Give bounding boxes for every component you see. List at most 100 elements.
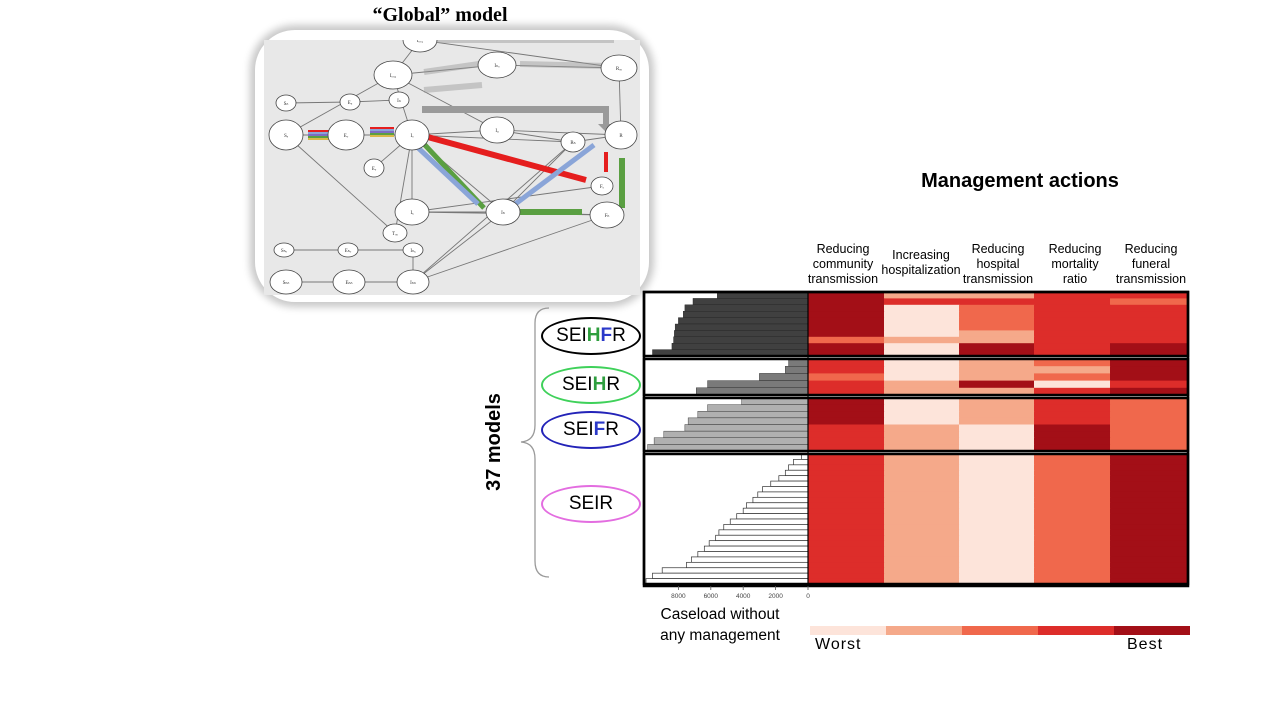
diagram-node bbox=[394, 198, 430, 226]
scale-swatch bbox=[1038, 626, 1115, 635]
caseload-bar bbox=[708, 540, 809, 547]
heat-cell bbox=[1110, 298, 1188, 306]
heat-cell bbox=[808, 459, 885, 466]
caseload-bar bbox=[729, 518, 809, 525]
column-header-2-line2: hospitalization bbox=[881, 263, 961, 277]
caseload-bar bbox=[673, 336, 809, 344]
heat-cell bbox=[808, 387, 885, 396]
heat-cell bbox=[1034, 387, 1111, 396]
heat-cell bbox=[1110, 508, 1188, 515]
heat-cell bbox=[959, 373, 1035, 382]
diagram-gray-arrow bbox=[422, 106, 614, 132]
heat-cell bbox=[884, 573, 960, 580]
heat-cell bbox=[884, 292, 960, 299]
heat-cell bbox=[808, 470, 885, 477]
diagram-node bbox=[363, 158, 385, 178]
heat-cell bbox=[808, 359, 885, 367]
heat-cell bbox=[959, 359, 1035, 367]
heat-cell bbox=[959, 481, 1035, 487]
heat-cell bbox=[959, 398, 1035, 406]
caseload-bar bbox=[683, 311, 809, 318]
heat-cell bbox=[1034, 380, 1111, 389]
diagram-node-label: Iₒₒ₁ bbox=[417, 40, 424, 44]
column-header-1-line3: transmission bbox=[807, 272, 879, 286]
heat-cell bbox=[1034, 298, 1111, 306]
heat-cell bbox=[884, 359, 960, 367]
heat-cell bbox=[808, 324, 885, 331]
heat-cell bbox=[1110, 524, 1188, 531]
caseload-bar bbox=[697, 411, 809, 419]
model-label-part: F bbox=[593, 419, 606, 440]
heat-cell bbox=[884, 324, 960, 331]
caseload-axis-label: Caseload without any management bbox=[640, 604, 800, 646]
diagram-node bbox=[402, 242, 424, 258]
heat-cell bbox=[1034, 486, 1111, 493]
heat-cell bbox=[1110, 519, 1188, 525]
heat-cell bbox=[1034, 562, 1111, 569]
heat-cell bbox=[884, 431, 960, 439]
column-header-3-line3: transmission bbox=[962, 272, 1034, 286]
heat-cell bbox=[1110, 336, 1188, 344]
heat-cell bbox=[884, 444, 960, 452]
column-header-5-line2: funeral bbox=[1131, 257, 1171, 271]
heat-cell bbox=[808, 486, 885, 493]
heat-cell bbox=[1110, 366, 1188, 374]
column-header-5-line3: transmission bbox=[1115, 272, 1187, 286]
diagram-node bbox=[275, 94, 297, 112]
heat-cell bbox=[884, 404, 960, 412]
heat-cell bbox=[884, 486, 960, 493]
heat-cell bbox=[1110, 411, 1188, 419]
heat-cell bbox=[959, 464, 1035, 471]
heat-cell bbox=[808, 567, 885, 574]
heat-cell bbox=[1110, 497, 1188, 504]
heat-cell bbox=[808, 380, 885, 389]
heat-cell bbox=[808, 424, 885, 432]
heat-cell bbox=[808, 411, 885, 419]
heat-cell bbox=[1110, 513, 1188, 520]
heat-cell bbox=[1034, 454, 1111, 460]
heat-cell bbox=[1110, 529, 1188, 536]
diagram-arrow bbox=[392, 74, 498, 131]
caseload-bar bbox=[663, 430, 809, 438]
heat-cell bbox=[1034, 470, 1111, 477]
heat-cell bbox=[1034, 491, 1111, 498]
tick-label: 8000 bbox=[671, 593, 686, 600]
heat-cell bbox=[884, 578, 960, 585]
heat-cell bbox=[959, 380, 1035, 389]
heat-cell bbox=[959, 292, 1035, 299]
heat-cell bbox=[959, 486, 1035, 493]
heat-cell bbox=[884, 524, 960, 531]
heat-cell bbox=[959, 540, 1035, 547]
heat-cell bbox=[1110, 417, 1188, 426]
heat-cell bbox=[959, 454, 1035, 460]
heat-cell bbox=[1034, 459, 1111, 466]
heat-cell bbox=[884, 551, 960, 558]
column-header-2-line1: Increasing bbox=[892, 248, 950, 262]
diagram-node bbox=[268, 119, 304, 151]
heat-cell bbox=[1034, 540, 1111, 547]
column-header-4-line1: Reducing bbox=[1048, 242, 1102, 256]
caseload-bar bbox=[652, 572, 809, 579]
caseload-bar bbox=[703, 545, 809, 552]
heat-cell bbox=[808, 573, 885, 580]
heat-cell bbox=[1034, 567, 1111, 574]
diagram-node bbox=[402, 40, 438, 53]
model-label-part: R bbox=[606, 374, 621, 395]
rank-color-scale bbox=[810, 626, 1190, 635]
diagram-node bbox=[485, 198, 521, 226]
heat-cell bbox=[1034, 336, 1111, 344]
diagram-node bbox=[394, 119, 430, 151]
diagram-node-label: Eₔ bbox=[372, 167, 377, 172]
heat-cell bbox=[959, 324, 1035, 331]
caseload-label-line2: any management bbox=[660, 627, 780, 644]
heat-cell bbox=[808, 404, 885, 412]
heat-cell bbox=[884, 398, 960, 406]
model-label-seihfr: SEIHFR bbox=[541, 317, 641, 355]
heat-cell bbox=[808, 437, 885, 445]
caseload-bar bbox=[788, 464, 809, 471]
heat-cell bbox=[884, 491, 960, 498]
caseload-bar bbox=[762, 486, 809, 493]
